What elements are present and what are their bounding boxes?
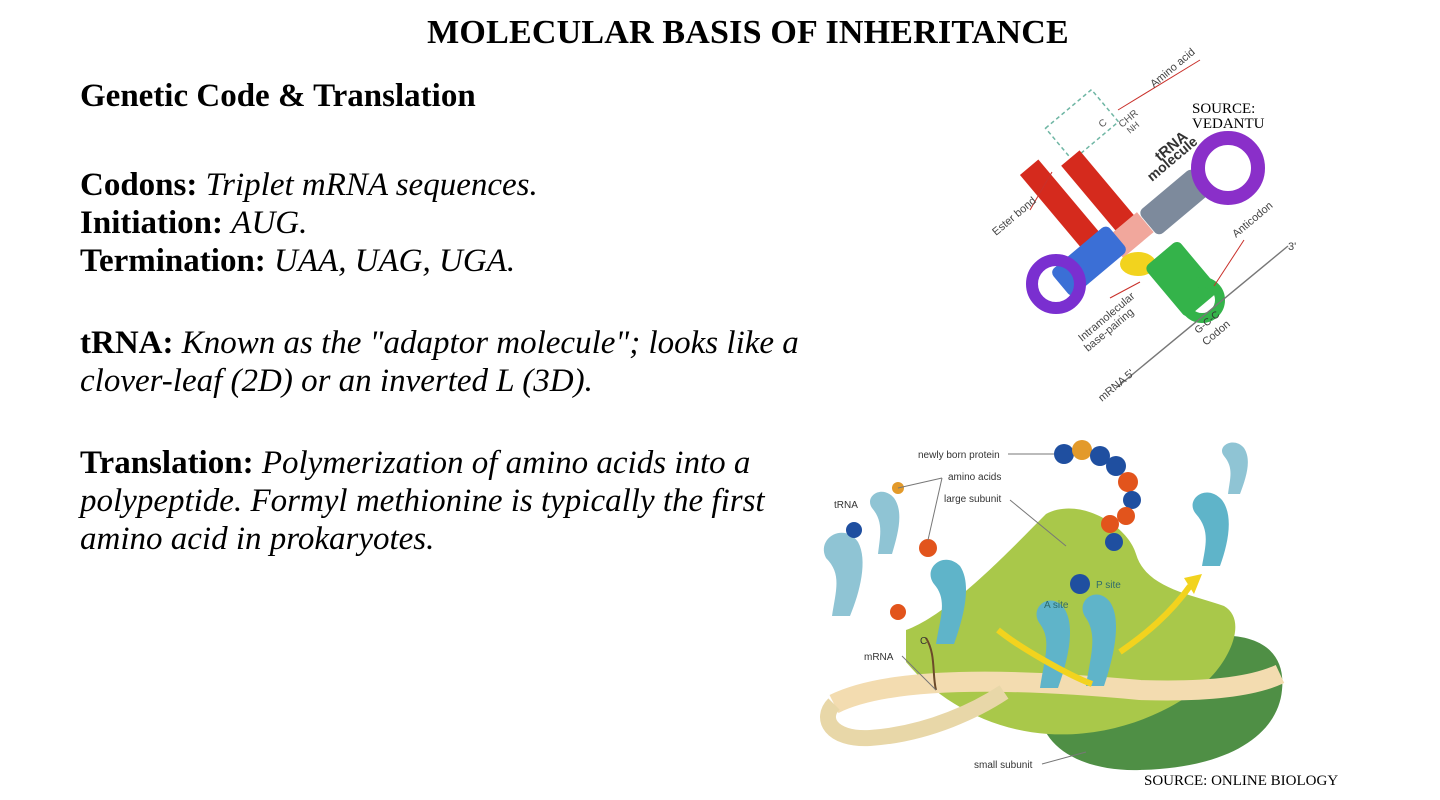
protein-bead xyxy=(1101,515,1119,533)
d-stem xyxy=(1052,226,1126,296)
trna-desc: Known as the "adaptor molecule"; looks l… xyxy=(80,325,799,399)
amino-acids-pointer-2 xyxy=(927,477,943,541)
protein-chain xyxy=(1054,440,1141,594)
source-online-biology: SOURCE: ONLINE BIOLOGY xyxy=(1144,773,1339,789)
protein-bead xyxy=(1072,440,1092,460)
slide-subtitle: Genetic Code & Translation xyxy=(80,78,476,114)
translation-paragraph: Translation: Polymerization of amino aci… xyxy=(80,444,820,558)
protein-bead xyxy=(1123,491,1141,509)
source-vedantu-line-2: VEDANTU xyxy=(1192,116,1265,132)
large-subunit-pointer xyxy=(1009,499,1067,547)
codons-line: Codons: Triplet mRNA sequences. xyxy=(80,166,820,204)
trna-incoming xyxy=(930,559,967,644)
mrna-loop xyxy=(820,685,1009,747)
amino-acid-incoming xyxy=(919,539,937,557)
t-loop xyxy=(1191,131,1265,205)
protein-bead xyxy=(1105,533,1123,551)
trna-exiting xyxy=(1192,492,1229,566)
translation-desc: Polymerization of amino acids into a pol… xyxy=(80,445,765,557)
termination-term: Termination: xyxy=(80,243,266,279)
content-text: Codons: Triplet mRNA sequences. Initiati… xyxy=(80,166,820,558)
intramolecular-pointer xyxy=(1109,281,1141,299)
protein-bead xyxy=(1117,507,1135,525)
anticodon-label: Anticodon xyxy=(1230,200,1275,241)
anticodon-pointer xyxy=(1213,239,1245,287)
trna-p-site xyxy=(1082,594,1117,686)
amino-acids-pointer-1 xyxy=(897,477,943,489)
mrna-label: mRNA xyxy=(864,652,894,663)
termination-desc: UAA, UAG, UGA. xyxy=(274,243,516,279)
codons-desc: Triplet mRNA sequences. xyxy=(205,167,538,203)
translation-term: Translation: xyxy=(80,445,254,481)
p-site-label: P site xyxy=(1096,580,1121,591)
acceptor-stem-left xyxy=(1019,159,1101,249)
movement-arrow-head xyxy=(1184,574,1202,594)
trna-a-site xyxy=(1036,600,1071,688)
newly-born-protein-label: newly born protein xyxy=(918,450,1000,461)
mrna-5prime-label: mRNA 5' xyxy=(1096,367,1137,404)
trna-label: tRNA xyxy=(834,500,858,511)
amino-acids-label: amino acids xyxy=(948,472,1001,483)
mrna-strand xyxy=(1115,245,1289,389)
amino-acid-box xyxy=(1044,88,1120,162)
amino-acid-label: Amino acid xyxy=(1148,46,1197,90)
mrna-pointer xyxy=(901,655,937,691)
ester-bond-label: Ester bond xyxy=(990,195,1038,238)
trna-cloverleaf-diagram: CHR NH C Amino acid tRNA molecule Antico… xyxy=(990,46,1296,404)
small-subunit-label: small subunit xyxy=(974,760,1033,771)
protein-bead xyxy=(1118,472,1138,492)
d-loop xyxy=(1026,254,1086,314)
anticodon-loop xyxy=(1179,277,1225,323)
protein-bead xyxy=(1054,444,1074,464)
initiation-line: Initiation: AUG. xyxy=(80,204,820,242)
amino-acid-pointer xyxy=(1117,59,1201,111)
source-vedantu: SOURCE: VEDANTU xyxy=(1192,102,1265,132)
movement-arrow-1 xyxy=(996,627,1094,687)
codons-term: Codons: xyxy=(80,167,198,203)
termination-line: Termination: UAA, UAG, UGA. xyxy=(80,242,820,280)
initiation-desc: AUG. xyxy=(231,205,308,241)
trna-term: tRNA: xyxy=(80,325,174,361)
ester-bond-pointer xyxy=(1029,171,1053,211)
mrna-5prime-tail xyxy=(925,637,937,691)
amino-acid-free-left-top xyxy=(846,522,862,538)
trna-far-right xyxy=(1222,442,1248,494)
initiation-term: Initiation: xyxy=(80,205,224,241)
source-vedantu-line-1: SOURCE: xyxy=(1192,101,1256,117)
a-site-label: A site xyxy=(1044,600,1069,611)
c-end-label: C xyxy=(920,636,927,647)
acceptor-stem-right xyxy=(1061,150,1135,232)
trna-top-left xyxy=(870,491,900,554)
amino-acid-free-left-bottom xyxy=(890,604,906,620)
protein-bead xyxy=(1070,574,1090,594)
mrna-ribbon xyxy=(829,664,1285,714)
mrna-3prime-label: 3' xyxy=(1288,241,1296,253)
c-atom-label: C xyxy=(1097,117,1110,130)
slide-title: MOLECULAR BASIS OF INHERITANCE xyxy=(427,14,1069,51)
protein-bead xyxy=(1106,456,1126,476)
anticodon-stem xyxy=(1146,242,1218,316)
t-stem xyxy=(1140,169,1210,235)
movement-arrow-2 xyxy=(1118,584,1193,655)
small-subunit-pointer xyxy=(1041,751,1087,765)
large-subunit-label: large subunit xyxy=(944,494,1001,505)
trna-free-left xyxy=(823,532,863,616)
protein-bead xyxy=(1090,446,1110,466)
trna-paragraph: tRNA: Known as the "adaptor molecule"; l… xyxy=(80,324,820,400)
ribosome-translation-diagram: newly born protein amino acids large sub… xyxy=(820,440,1285,771)
